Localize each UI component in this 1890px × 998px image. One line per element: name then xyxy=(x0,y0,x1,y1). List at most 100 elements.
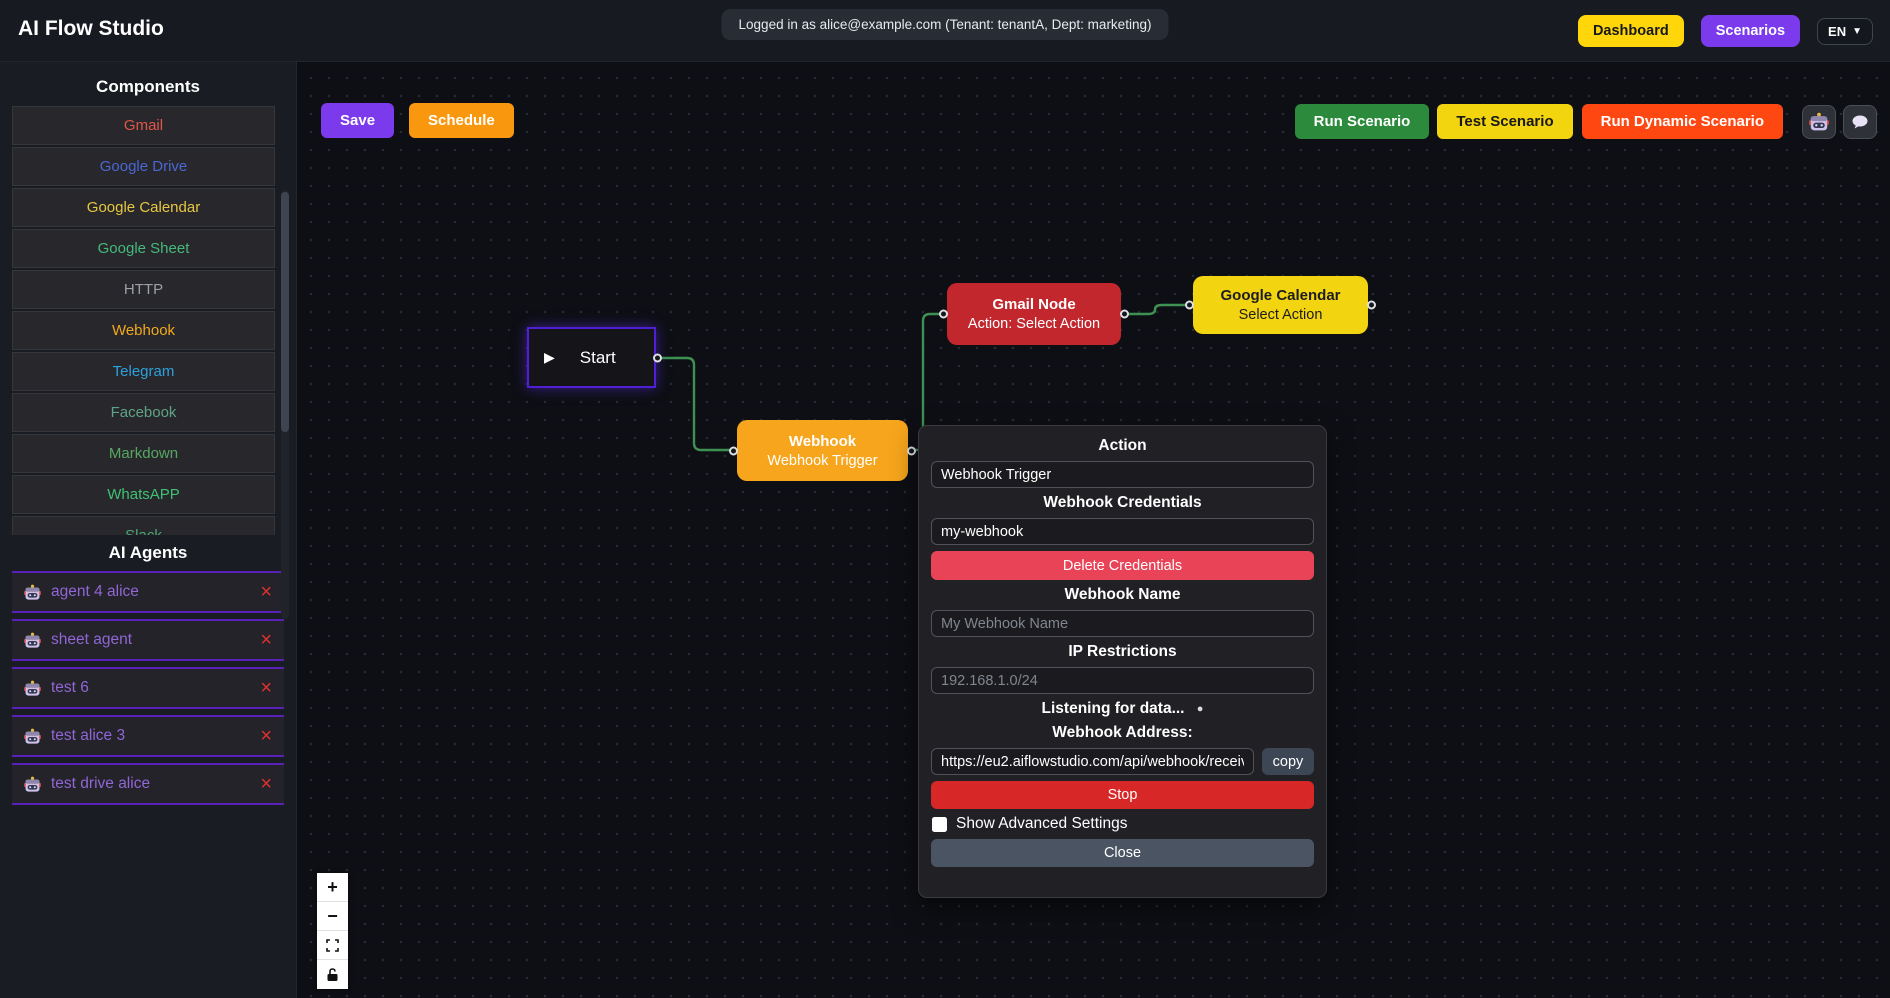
component-label: Telegram xyxy=(113,363,175,380)
gmail-node-title: Gmail Node xyxy=(992,296,1075,313)
agent-item[interactable]: test drive alice × xyxy=(12,763,284,805)
agent-label: test alice 3 xyxy=(51,727,125,745)
webhook-node-subtitle: Webhook Trigger xyxy=(767,453,877,469)
lock-button[interactable] xyxy=(317,960,348,989)
webhook-address-row: copy xyxy=(931,748,1314,775)
run-dynamic-scenario-button[interactable]: Run Dynamic Scenario xyxy=(1582,104,1783,139)
robot-icon xyxy=(24,632,41,649)
agent-item[interactable]: test 6 × xyxy=(12,667,284,709)
agent-label: sheet agent xyxy=(51,631,132,649)
close-button[interactable]: Close xyxy=(931,839,1314,867)
advanced-settings-row: Show Advanced Settings xyxy=(931,815,1314,833)
webhook-name-input[interactable] xyxy=(931,610,1314,637)
language-label: EN xyxy=(1828,24,1846,39)
unlock-icon xyxy=(326,968,339,982)
ip-restrictions-input[interactable] xyxy=(931,667,1314,694)
chevron-down-icon: ▼ xyxy=(1852,26,1862,37)
webhook-address-input[interactable] xyxy=(931,748,1254,775)
delete-agent-icon[interactable]: × xyxy=(260,726,272,746)
component-item[interactable]: Gmail xyxy=(12,106,275,145)
component-label: WhatsAPP xyxy=(107,486,180,503)
component-item[interactable]: Facebook xyxy=(12,393,275,432)
webhook-node-title: Webhook xyxy=(789,433,856,450)
gmail-output-handle[interactable] xyxy=(1120,310,1129,319)
advanced-settings-label: Show Advanced Settings xyxy=(956,815,1127,833)
calendar-output-handle[interactable] xyxy=(1367,301,1376,310)
component-item[interactable]: Google Sheet xyxy=(12,229,275,268)
webhook-name-heading: Webhook Name xyxy=(931,586,1314,604)
robot-icon xyxy=(24,680,41,697)
delete-agent-icon[interactable]: × xyxy=(260,774,272,794)
agent-label: agent 4 alice xyxy=(51,583,139,601)
agent-item[interactable]: sheet agent × xyxy=(12,619,284,661)
zoom-out-button[interactable]: − xyxy=(317,902,348,931)
credentials-input[interactable] xyxy=(931,518,1314,545)
delete-agent-icon[interactable]: × xyxy=(260,582,272,602)
agent-label: test 6 xyxy=(51,679,89,697)
components-title: Components xyxy=(0,77,296,97)
component-label: Webhook xyxy=(112,322,175,339)
component-item[interactable]: Slack xyxy=(12,516,275,535)
start-node[interactable]: ▶ Start xyxy=(527,327,656,388)
gmail-node[interactable]: Gmail Node Action: Select Action xyxy=(947,283,1121,345)
calendar-input-handle[interactable] xyxy=(1185,301,1194,310)
save-button[interactable]: Save xyxy=(321,103,394,138)
ip-restrictions-heading: IP Restrictions xyxy=(931,643,1314,661)
zoom-in-button[interactable]: + xyxy=(317,873,348,902)
component-label: HTTP xyxy=(124,281,163,298)
components-scrollbar-track xyxy=(281,190,289,619)
canvas-toolbar-right: Run Scenario Test Scenario Run Dynamic S… xyxy=(1295,104,1877,139)
action-input[interactable] xyxy=(931,461,1314,488)
fit-view-button[interactable] xyxy=(317,931,348,960)
components-scrollbar-thumb[interactable] xyxy=(281,192,289,432)
start-node-label: Start xyxy=(580,348,616,368)
google-calendar-node[interactable]: Google Calendar Select Action xyxy=(1193,276,1368,334)
language-dropdown[interactable]: EN ▼ xyxy=(1817,18,1873,45)
ai-agents-title: AI Agents xyxy=(0,543,296,563)
component-item[interactable]: Markdown xyxy=(12,434,275,473)
delete-credentials-button[interactable]: Delete Credentials xyxy=(931,551,1314,580)
delete-agent-icon[interactable]: × xyxy=(260,678,272,698)
listening-status: Listening for data... ● xyxy=(931,700,1314,718)
topbar-actions: Dashboard Scenarios EN ▼ xyxy=(1578,0,1873,62)
robot-icon xyxy=(1809,112,1829,132)
dashboard-button[interactable]: Dashboard xyxy=(1578,15,1684,47)
scenarios-button[interactable]: Scenarios xyxy=(1701,15,1800,47)
webhook-node[interactable]: Webhook Webhook Trigger xyxy=(737,420,908,481)
component-item[interactable]: WhatsAPP xyxy=(12,475,275,514)
calendar-node-subtitle: Select Action xyxy=(1239,307,1323,323)
test-scenario-button[interactable]: Test Scenario xyxy=(1437,104,1572,139)
copy-button[interactable]: copy xyxy=(1262,748,1314,775)
fit-view-icon xyxy=(326,939,339,952)
run-scenario-button[interactable]: Run Scenario xyxy=(1295,104,1430,139)
agent-item[interactable]: test alice 3 × xyxy=(12,715,284,757)
component-label: Google Drive xyxy=(100,158,188,175)
chat-button[interactable] xyxy=(1843,105,1877,139)
components-list: Gmail Google Drive Google Calendar Googl… xyxy=(12,106,287,535)
schedule-button[interactable]: Schedule xyxy=(409,103,514,138)
delete-agent-icon[interactable]: × xyxy=(260,630,272,650)
robot-icon xyxy=(24,584,41,601)
component-label: Facebook xyxy=(111,404,177,421)
component-item[interactable]: Google Drive xyxy=(12,147,275,186)
webhook-input-handle[interactable] xyxy=(729,446,738,455)
agent-item[interactable]: agent 4 alice × xyxy=(12,571,284,613)
listening-status-text: Listening for data... xyxy=(1042,700,1185,717)
ai-assistant-button[interactable] xyxy=(1802,105,1836,139)
top-bar: AI Flow Studio Logged in as alice@exampl… xyxy=(0,0,1890,62)
component-item[interactable]: HTTP xyxy=(12,270,275,309)
webhook-output-handle[interactable] xyxy=(907,446,916,455)
webhook-address-heading: Webhook Address: xyxy=(931,724,1314,742)
component-label: Google Calendar xyxy=(87,199,200,216)
gmail-input-handle[interactable] xyxy=(939,310,948,319)
robot-icon xyxy=(24,728,41,745)
component-item[interactable]: Google Calendar xyxy=(12,188,275,227)
component-item[interactable]: Telegram xyxy=(12,352,275,391)
action-heading: Action xyxy=(931,437,1314,455)
component-label: Markdown xyxy=(109,445,178,462)
component-item[interactable]: Webhook xyxy=(12,311,275,350)
stop-button[interactable]: Stop xyxy=(931,781,1314,809)
advanced-settings-checkbox[interactable] xyxy=(932,817,947,832)
start-output-handle[interactable] xyxy=(653,353,662,362)
ai-agents-list: agent 4 alice × sheet agent × xyxy=(12,571,284,805)
